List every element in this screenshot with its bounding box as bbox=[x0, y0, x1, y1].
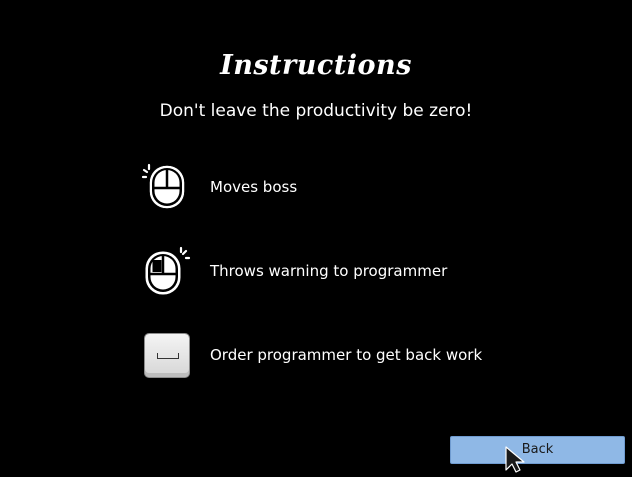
mouse-pointer-icon bbox=[504, 446, 528, 473]
mouse-right-click-icon bbox=[141, 161, 193, 213]
screen-subtitle: Don't leave the productivity be zero! bbox=[159, 101, 473, 121]
mouse-left-click-icon bbox=[141, 245, 193, 297]
spacebar-key-icon bbox=[141, 329, 193, 381]
key-cap bbox=[145, 333, 189, 377]
space-glyph-icon bbox=[157, 352, 179, 359]
instruction-label: Throws warning to programmer bbox=[210, 262, 448, 280]
instruction-row-move-boss: Moves boss bbox=[141, 161, 297, 213]
instruction-label: Order programmer to get back work bbox=[210, 346, 483, 364]
screen-title: Instructions bbox=[220, 50, 412, 81]
instruction-label: Moves boss bbox=[210, 178, 298, 196]
instruction-row-throw-warning: Throws warning to programmer bbox=[141, 245, 447, 297]
instruction-row-back-to-work: Order programmer to get back work bbox=[141, 329, 482, 381]
back-button[interactable]: Back bbox=[450, 436, 625, 464]
